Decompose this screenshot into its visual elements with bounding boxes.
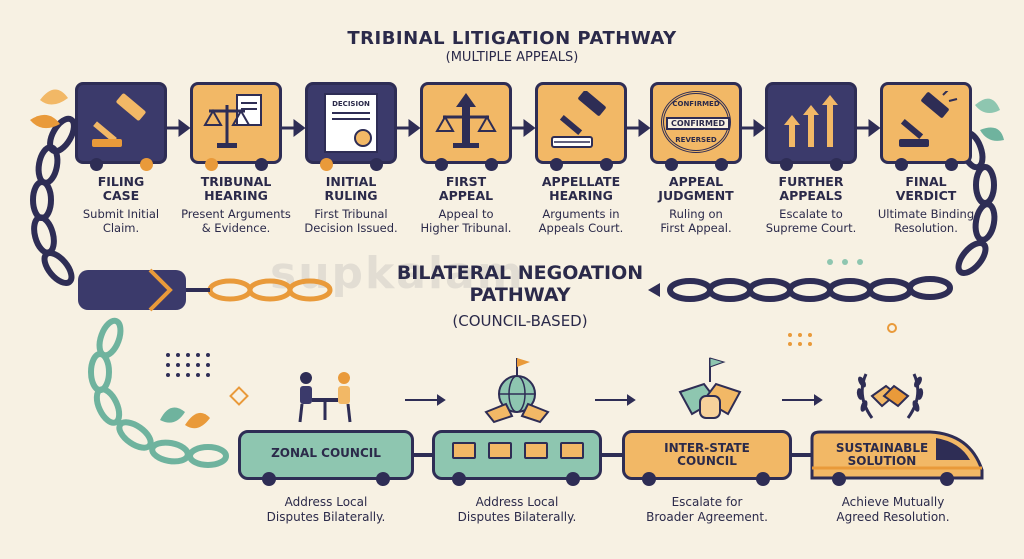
train-engine-sustainable-solution bbox=[810, 430, 984, 480]
leaf-decorations bbox=[30, 89, 1004, 429]
diagram-title: TRIBINAL LITIGATION PATHWAY bbox=[347, 28, 677, 49]
gavel-icon bbox=[92, 93, 146, 147]
diagram-subtitle: (MULTIPLE APPEALS) bbox=[445, 50, 579, 65]
gavel-book-icon bbox=[551, 91, 606, 148]
step-box-initial-ruling: DECISION bbox=[305, 82, 397, 171]
bilateral-pathway-subtitle: (COUNCIL-BASED) bbox=[452, 312, 588, 330]
step-box-final-verdict bbox=[880, 82, 972, 171]
step-box-further-appeals bbox=[765, 82, 857, 171]
train-car-label-zonal-council: ZONAL COUNCIL bbox=[271, 446, 381, 460]
middle-chain-right bbox=[667, 276, 953, 302]
train-car-inter-state-council bbox=[622, 430, 792, 480]
step-box-tribunal-hearing bbox=[190, 82, 282, 171]
train-arrows bbox=[405, 394, 823, 406]
step-box-first-appeal bbox=[420, 82, 512, 171]
middle-arrow-left bbox=[648, 283, 660, 297]
train-car-zonal-council bbox=[238, 430, 414, 480]
scales-icon bbox=[203, 94, 262, 148]
meeting-people-icon bbox=[298, 372, 352, 423]
step-box-filing-case bbox=[75, 82, 167, 171]
dot-grid-orange bbox=[788, 333, 812, 346]
teal-chain bbox=[88, 317, 229, 468]
dot-grid bbox=[166, 353, 210, 377]
decision-document-icon: DECISION bbox=[324, 93, 378, 153]
step-desc-tribunal-hearing: Present Arguments& Evidence. bbox=[181, 207, 291, 235]
watermark-text: supkalam bbox=[270, 248, 525, 299]
step-box-appeal-judgment: CONFIRMED CONFIRMED REVERSED bbox=[650, 82, 742, 171]
left-chain bbox=[30, 115, 77, 286]
step-arrows bbox=[167, 119, 881, 137]
globe-hands-icon bbox=[484, 358, 550, 424]
joined-hands-flag-icon bbox=[678, 357, 742, 419]
step-box-appellate-hearing bbox=[535, 82, 627, 171]
up-arrows-icon bbox=[784, 95, 838, 147]
up-arrow-scales-icon bbox=[435, 93, 497, 148]
middle-chain-left bbox=[207, 278, 333, 302]
confirmed-stamp-icon: CONFIRMED CONFIRMED REVERSED bbox=[661, 91, 731, 153]
handshake-laurel-icon bbox=[856, 373, 924, 419]
gavel-strike-icon bbox=[899, 91, 958, 147]
